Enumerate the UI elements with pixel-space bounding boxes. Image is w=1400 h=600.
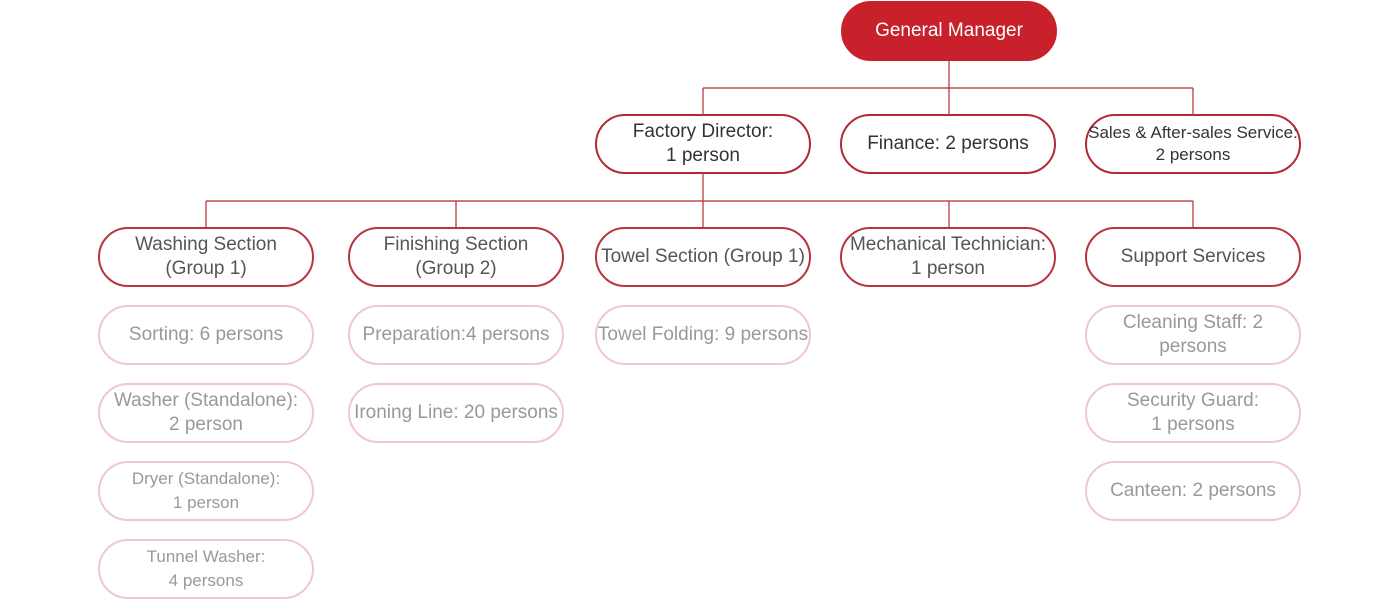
towel-folding-node: Towel Folding: 9 persons xyxy=(595,305,811,365)
sales-label: Sales & After-sales Service: 2 persons xyxy=(1088,123,1298,164)
finishing-section-node: Finishing Section (Group 2) xyxy=(348,227,564,287)
factory-director-label: Factory Director: 1 person xyxy=(632,121,774,166)
mechanical-technician-node: Mechanical Technician: 1 person xyxy=(840,227,1056,287)
security-guard-node: Security Guard: 1 persons xyxy=(1085,383,1301,443)
towel-folding-label: Towel Folding: 9 persons xyxy=(597,324,809,345)
ironing-line-node: Ironing Line: 20 persons xyxy=(348,383,564,443)
towel-section-node: Towel Section (Group 1) xyxy=(595,227,811,287)
support-services-node: Support Services xyxy=(1085,227,1301,287)
cleaning-staff-node: Cleaning Staff: 2 persons xyxy=(1085,305,1301,365)
tunnel-washer-label: Tunnel Washer: 4 persons xyxy=(146,547,266,590)
canteen-node: Canteen: 2 persons xyxy=(1085,461,1301,521)
finance-node: Finance: 2 persons xyxy=(840,114,1056,174)
washer-standalone-node: Washer (Standalone): 2 person xyxy=(98,383,314,443)
finance-label: Finance: 2 persons xyxy=(867,133,1029,154)
support-services-label: Support Services xyxy=(1120,246,1266,267)
general-manager-label: General Manager xyxy=(875,20,1023,41)
dryer-standalone-label: Dryer (Standalone): 1 person xyxy=(131,469,281,512)
dryer-standalone-node: Dryer (Standalone): 1 person xyxy=(98,461,314,521)
washing-section-node: Washing Section (Group 1) xyxy=(98,227,314,287)
preparation-node: Preparation:4 persons xyxy=(348,305,564,365)
washing-section-label: Washing Section (Group 1) xyxy=(135,234,277,279)
tunnel-washer-node: Tunnel Washer: 4 persons xyxy=(98,539,314,599)
finishing-section-label: Finishing Section (Group 2) xyxy=(383,234,529,279)
factory-director-node: Factory Director: 1 person xyxy=(595,114,811,174)
sorting-label: Sorting: 6 persons xyxy=(128,324,284,345)
washer-standalone-label: Washer (Standalone): 2 person xyxy=(113,390,299,435)
cleaning-staff-label: Cleaning Staff: 2 persons xyxy=(1122,312,1264,357)
sales-node: Sales & After-sales Service: 2 persons xyxy=(1085,114,1301,174)
towel-section-label: Towel Section (Group 1) xyxy=(601,246,805,267)
sorting-node: Sorting: 6 persons xyxy=(98,305,314,365)
security-guard-label: Security Guard: 1 persons xyxy=(1127,390,1259,435)
mechanical-technician-label: Mechanical Technician: 1 person xyxy=(849,234,1047,279)
canteen-label: Canteen: 2 persons xyxy=(1110,480,1276,501)
preparation-label: Preparation:4 persons xyxy=(362,324,550,345)
general-manager-node: General Manager xyxy=(841,1,1057,61)
ironing-line-label: Ironing Line: 20 persons xyxy=(354,402,558,423)
